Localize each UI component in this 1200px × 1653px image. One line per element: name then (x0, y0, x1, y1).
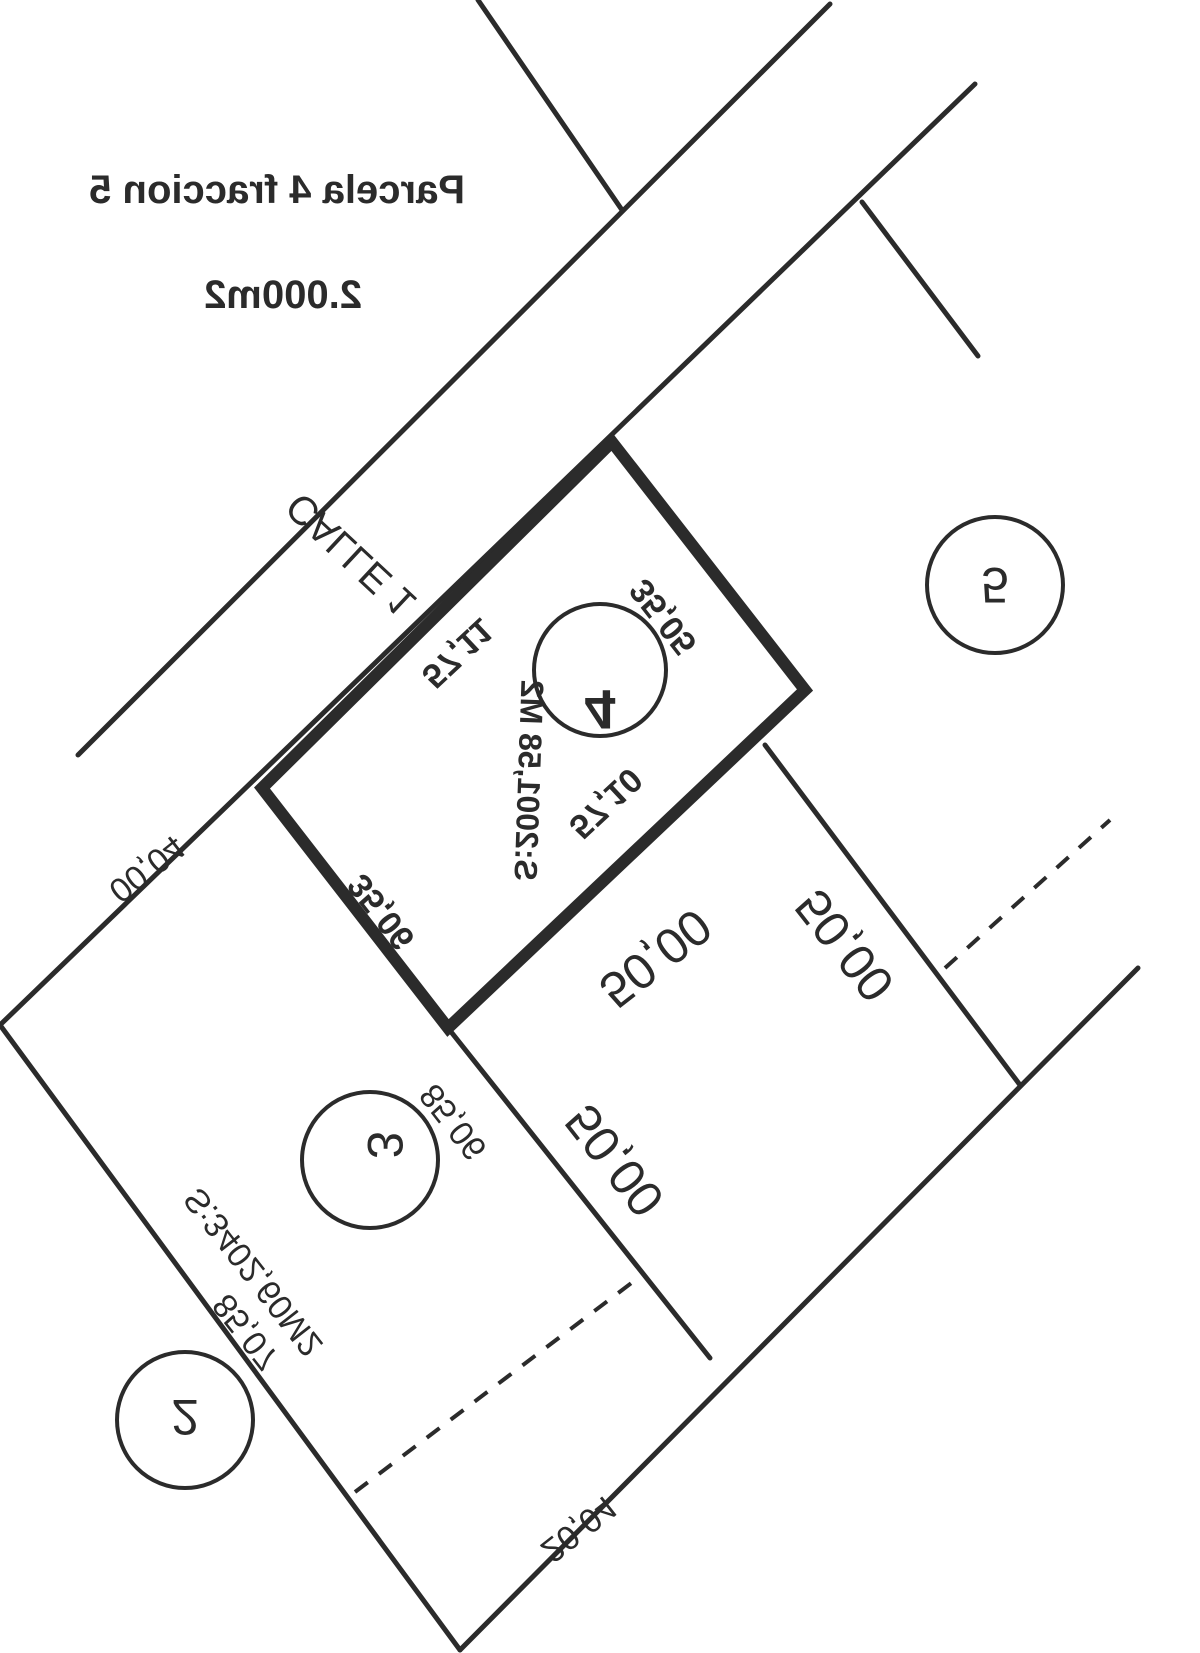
street-edge-upper (75, 1, 833, 758)
plan-title: Parcela 4 fraccion 5 (89, 168, 465, 212)
lot-4-number: 4 (584, 678, 615, 741)
lot3-divider (445, 1025, 713, 1361)
lot-2-number: 2 (171, 1389, 199, 1445)
street-label: CALLE 1 (278, 484, 425, 625)
lot-2-circle (115, 1350, 255, 1490)
lot4-back-measure: 57,10 (561, 760, 649, 846)
right-measure: 50,00 (784, 879, 905, 1012)
lot-3-circle (300, 1090, 440, 1230)
lot-divider-top-left (475, 0, 625, 213)
lot3-left-edge (0, 1022, 463, 1653)
lot4-area: S:2001,58 M2 (507, 679, 550, 881)
lot-3-number: 3 (357, 1131, 413, 1159)
lot3-front-measure: 00,04 (102, 828, 192, 910)
lot-5-circle (925, 515, 1065, 655)
mid-upper-measure: 50,00 (589, 898, 722, 1019)
rear-boundary (457, 965, 1141, 1653)
boundary-lines (0, 0, 1141, 1653)
plan-area: 2.000m2 (204, 273, 362, 317)
lot-5-number: 5 (981, 557, 1009, 613)
dashed-line-bottom (353, 1273, 644, 1494)
mid-lower-measure: 50,00 (554, 1094, 675, 1227)
lot4-right-measure: 35,05 (622, 572, 704, 662)
dashed-line-right (943, 818, 1112, 970)
street-edge-lower (0, 81, 978, 1028)
lot-divider-top-right (859, 199, 981, 359)
lot-4-circle (532, 602, 668, 738)
lot-4-boundary[interactable] (253, 432, 814, 1037)
lot5-divider (762, 742, 1023, 1088)
